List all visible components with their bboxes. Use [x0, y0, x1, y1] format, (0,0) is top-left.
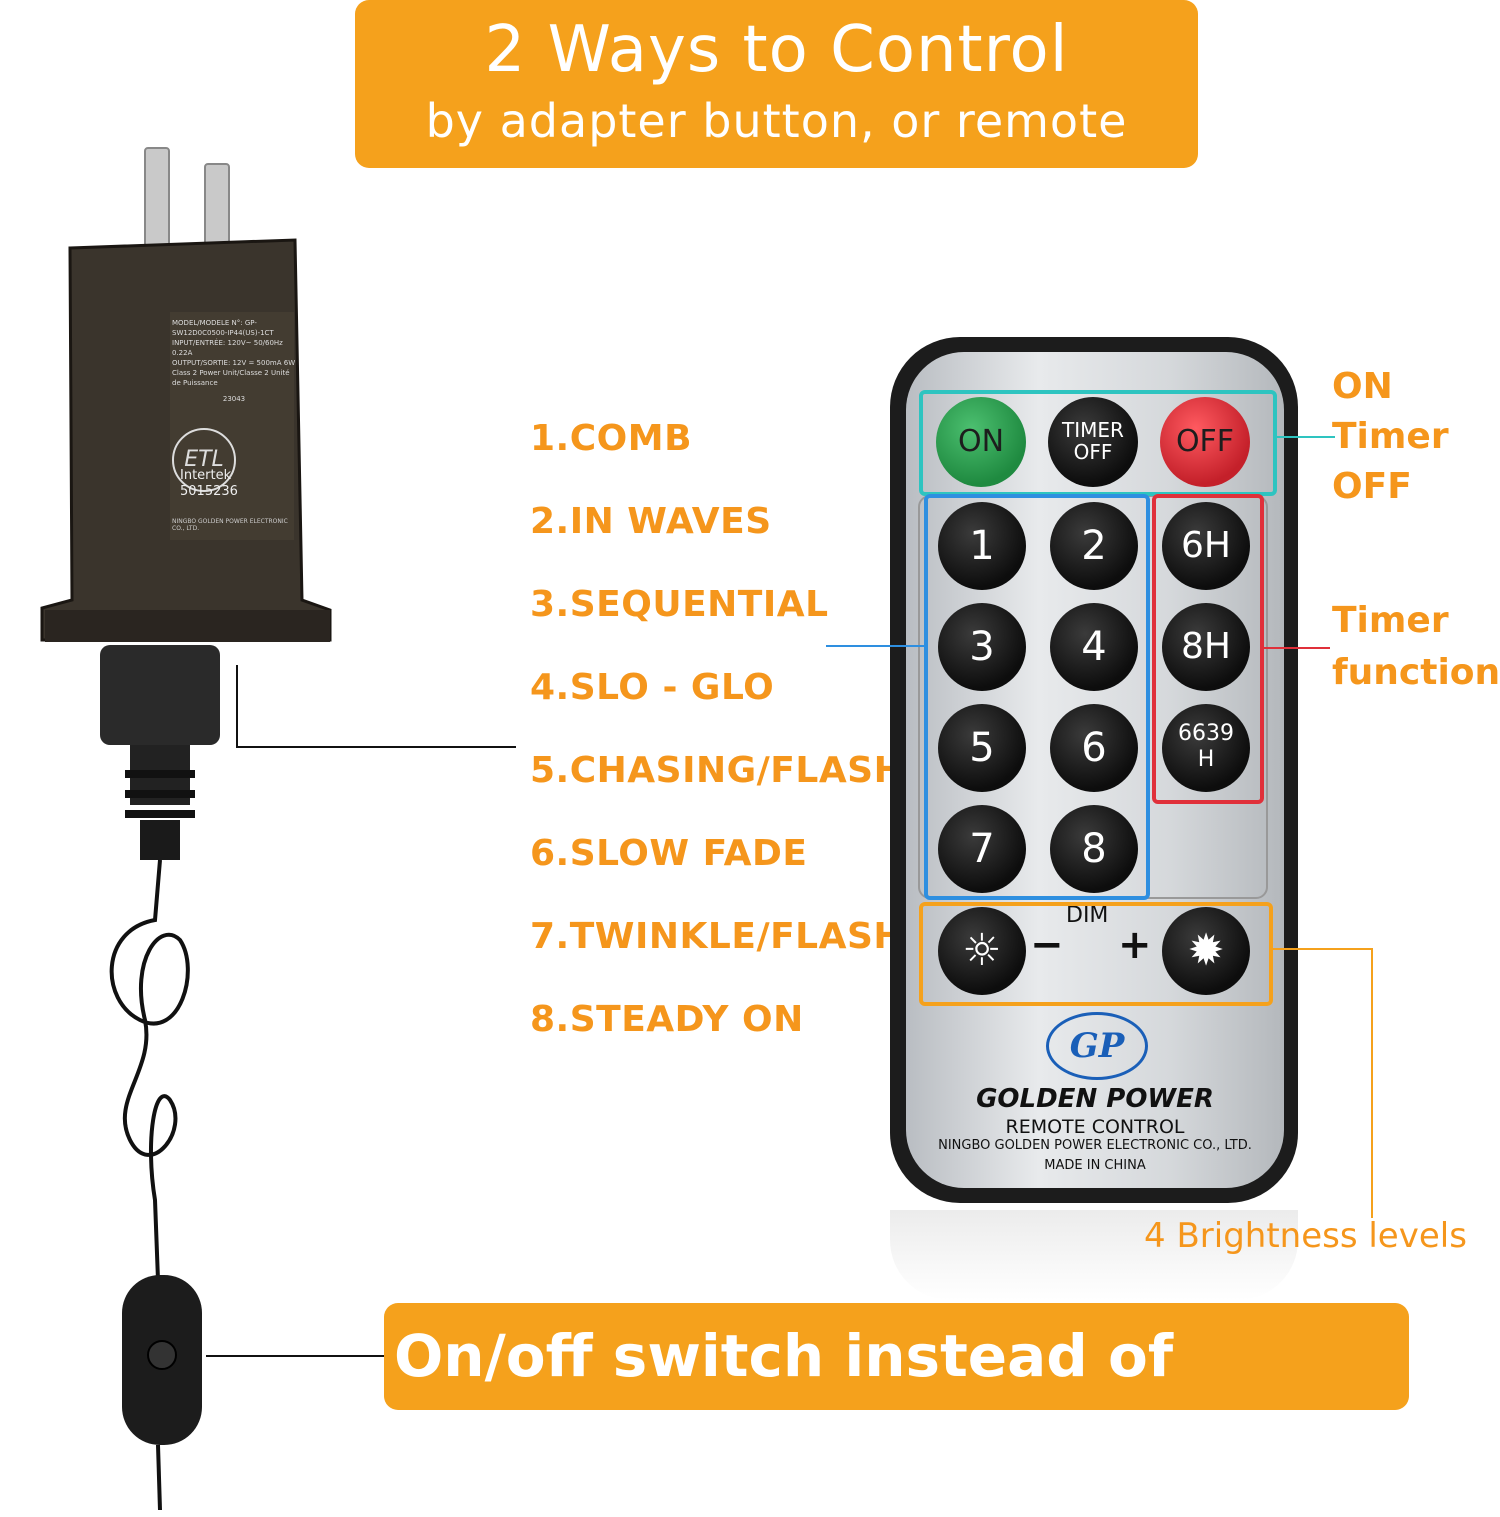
timer-function-callout-1: Timer: [1332, 600, 1449, 641]
mode-item: 6.SLOW FADE: [530, 833, 808, 874]
adapter-cert: Intertek 5015236: [180, 468, 238, 500]
switch-note-banner: On/off switch instead of unpluging: [384, 1303, 1409, 1497]
timer-off-button[interactable]: TIMER OFF: [1048, 397, 1138, 487]
power-callout-line: [1273, 436, 1335, 438]
cord-connector-icon: [100, 645, 220, 745]
mode-item: 4.SLO - GLO: [530, 667, 775, 708]
mode-item: 1.COMB: [530, 418, 693, 459]
timer-custom-label-2: H: [1197, 747, 1215, 772]
mode-item: 7.TWINKLE/FLASH: [530, 916, 905, 957]
mode-1-button[interactable]: 1: [938, 502, 1026, 590]
cert-brand-text: Intertek: [180, 468, 232, 483]
dim-up-button[interactable]: ✹: [1162, 907, 1250, 995]
mode-3-button[interactable]: 3: [938, 603, 1026, 691]
off-button[interactable]: OFF: [1160, 397, 1250, 487]
switch-leader-line: [206, 1355, 384, 1357]
power-buttons-highlight: [919, 390, 1277, 496]
mode-5-button[interactable]: 5: [938, 704, 1026, 792]
on-button[interactable]: ON: [936, 397, 1026, 487]
brightness-callout-line-h: [1269, 948, 1372, 950]
adapter-output-text: OUTPUT/SORTIE: 12V = 500mA 6W: [172, 359, 296, 367]
switch-button-icon: [147, 1340, 177, 1370]
brightness-callout: 4 Brightness levels: [1144, 1216, 1467, 1256]
timer-off-label-1: TIMER: [1062, 418, 1124, 442]
mode-buttons-highlight: [924, 494, 1150, 900]
mode-7-button[interactable]: 7: [938, 805, 1026, 893]
brand-name: GOLDEN POWER: [976, 1084, 1214, 1114]
cert-number-text: 5015236: [180, 484, 238, 499]
adapter-prong-right-icon: [204, 163, 230, 253]
adapter-input-text: INPUT/ENTRÉE: 120V~ 50/60Hz 0.22A: [172, 339, 283, 357]
timer-6h-button[interactable]: 6H: [1162, 502, 1250, 590]
mode-4-button[interactable]: 4: [1050, 603, 1138, 691]
dim-buttons-highlight: [919, 902, 1273, 1006]
adapter-leader-horizontal: [236, 746, 516, 748]
adapter-prong-left-icon: [144, 147, 170, 249]
page-subtitle: by adapter button, or remote: [425, 94, 1128, 148]
adapter-leader-vertical: [236, 665, 238, 747]
remote-maker: NINGBO GOLDEN POWER ELECTRONIC CO., LTD.: [938, 1138, 1252, 1153]
dim-label: DIM: [1066, 903, 1109, 928]
sun-outline-icon: ☼: [962, 925, 1002, 976]
mode-callout-line: [826, 645, 924, 647]
dim-down-button[interactable]: ☼: [938, 907, 1026, 995]
gp-logo: GP: [1046, 1012, 1148, 1080]
dim-plus-label: +: [1118, 922, 1152, 968]
page-title: 2 Ways to Control: [484, 13, 1069, 87]
timer-custom-button[interactable]: 6639 H: [1162, 704, 1250, 792]
remote-origin: MADE IN CHINA: [1044, 1158, 1146, 1173]
remote-type: REMOTE CONTROL: [1005, 1116, 1185, 1138]
header-banner: 2 Ways to Control by adapter button, or …: [355, 0, 1198, 168]
mode-item: 5.CHASING/FLASH: [530, 750, 905, 791]
mode-item: 3.SEQUENTIAL: [530, 584, 829, 625]
adapter-maker-text: NINGBO GOLDEN POWER ELECTRONIC CO., LTD.: [172, 518, 288, 532]
sun-filled-icon: ✹: [1187, 925, 1225, 976]
on-callout: ON: [1332, 366, 1393, 407]
brightness-callout-line-v: [1371, 948, 1373, 1218]
mode-6-button[interactable]: 6: [1050, 704, 1138, 792]
timer-callout-line: [1260, 647, 1330, 649]
adapter-label: MODEL/MODELE N°: GP-SW12D0C0500-IP44(US)…: [172, 318, 296, 404]
adapter-class-text: Class 2 Power Unit/Classe 2 Unité de Pui…: [172, 369, 290, 387]
adapter-model-text: MODEL/MODELE N°: GP-SW12D0C0500-IP44(US)…: [172, 319, 274, 337]
timer-custom-label-1: 6639: [1178, 721, 1234, 746]
timer-callout: Timer: [1332, 416, 1449, 457]
mode-item: 2.IN WAVES: [530, 501, 772, 542]
timer-8h-button[interactable]: 8H: [1162, 603, 1250, 691]
off-callout: OFF: [1332, 466, 1412, 507]
timer-function-callout-2: function: [1332, 652, 1500, 693]
mode-2-button[interactable]: 2: [1050, 502, 1138, 590]
mode-item: 8.STEADY ON: [530, 999, 804, 1040]
timer-buttons-highlight: [1152, 494, 1264, 804]
timer-off-label-2: OFF: [1073, 440, 1113, 464]
etl-certification-icon: ETL: [172, 428, 236, 492]
mode-8-button[interactable]: 8: [1050, 805, 1138, 893]
remote-reflection: [890, 1210, 1298, 1300]
dim-minus-label: −: [1030, 922, 1064, 968]
adapter-code-text: 23043: [222, 395, 246, 403]
